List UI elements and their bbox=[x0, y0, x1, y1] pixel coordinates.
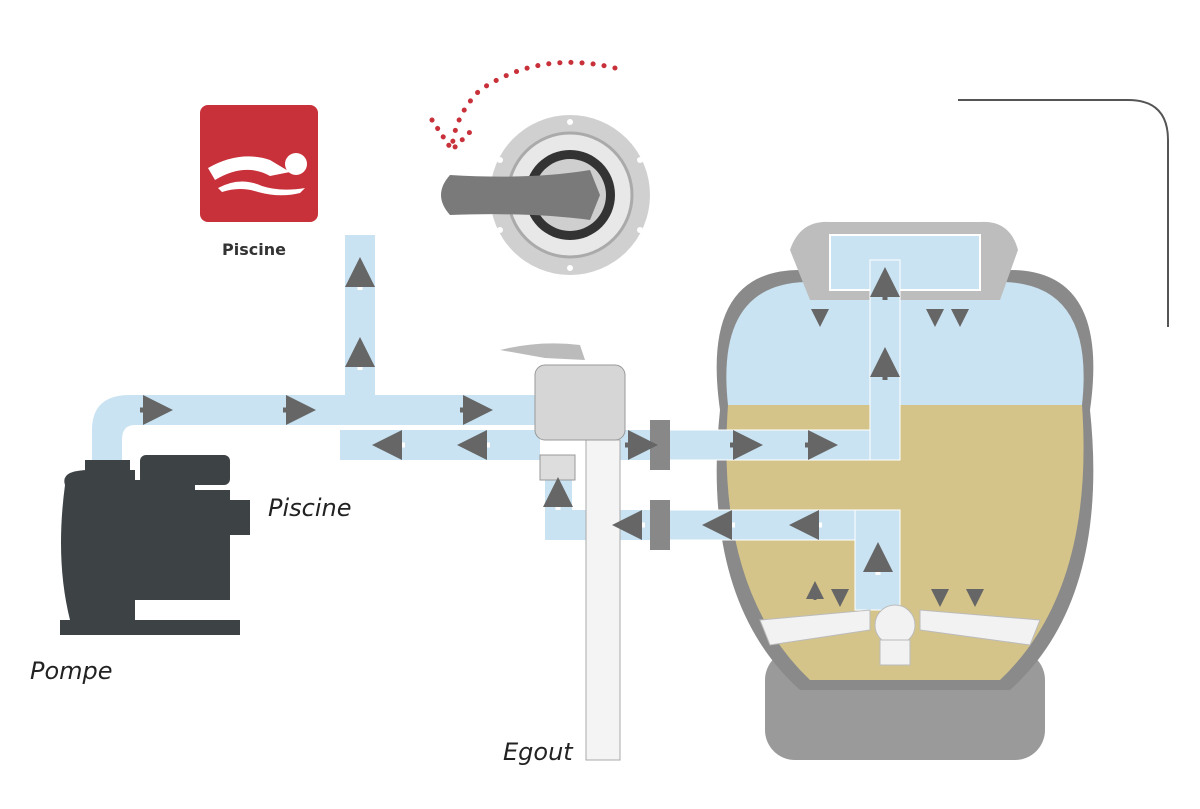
pool-outlet-label: Piscine bbox=[268, 494, 352, 522]
drain-pipe bbox=[585, 439, 621, 761]
valve-dial bbox=[441, 115, 650, 275]
flow-arrow-icon bbox=[140, 267, 984, 607]
frame-line bbox=[958, 99, 1169, 327]
valve-handle-icon bbox=[441, 170, 600, 220]
multiport-valve bbox=[500, 343, 626, 481]
pump-label: Pompe bbox=[30, 657, 113, 685]
pool-icon-label: Piscine bbox=[222, 240, 286, 259]
sand-filter-tank bbox=[650, 221, 1094, 760]
swimmer-icon bbox=[200, 105, 318, 222]
pump bbox=[60, 455, 250, 635]
drain-label: Egout bbox=[503, 738, 573, 766]
laterals bbox=[759, 604, 1041, 666]
